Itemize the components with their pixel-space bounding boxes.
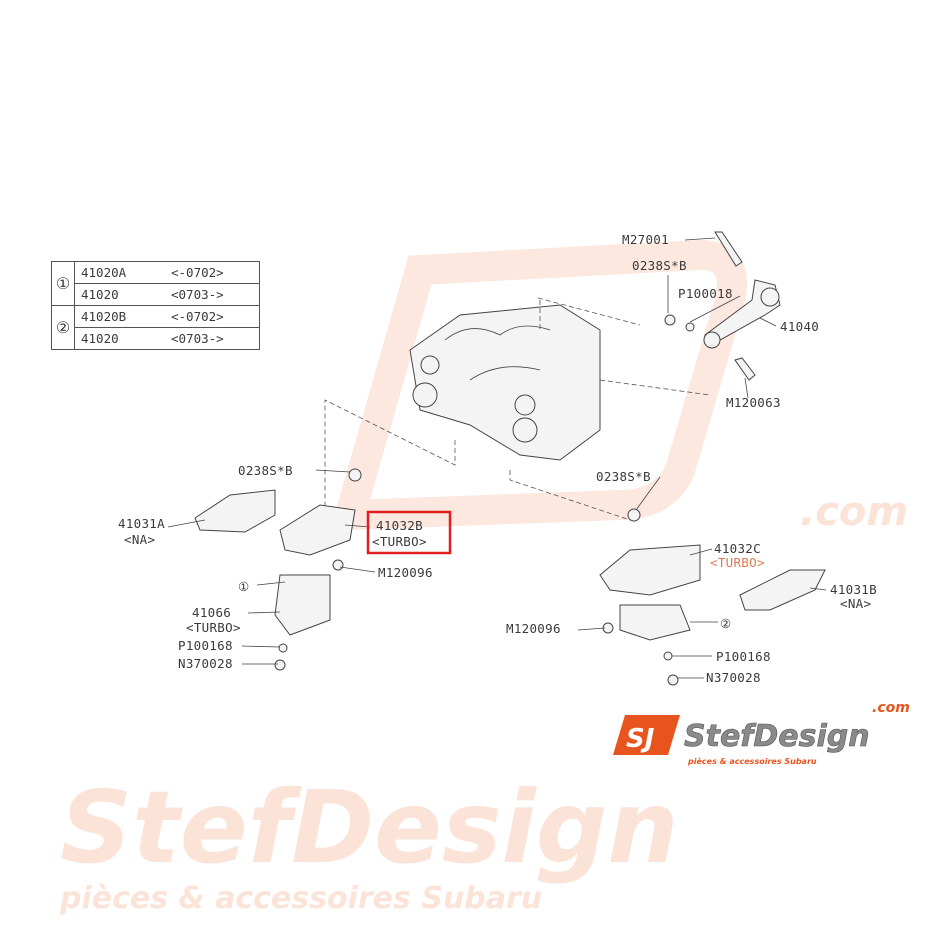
watermark-brand: StefDesign bbox=[60, 769, 679, 886]
engine-block bbox=[409, 304, 601, 461]
label-p100168-right: P100168 bbox=[716, 649, 771, 664]
table-row: ① 41020A <-0702> bbox=[51, 261, 260, 306]
label-n370028-left: N370028 bbox=[178, 656, 233, 671]
label-m120063: M120063 bbox=[726, 395, 781, 410]
label-41066-sub: <TURBO> bbox=[186, 620, 241, 635]
label-m120096-right: M120096 bbox=[506, 621, 561, 636]
watermark-domain: .com bbox=[800, 489, 908, 535]
stefdesign-logo: SJ StefDesign .com pièces & accessoires … bbox=[613, 700, 910, 766]
group-marker: ② bbox=[51, 305, 75, 350]
table-row: 41020 <0703-> bbox=[52, 327, 260, 350]
label-41031b-sub: <NA> bbox=[840, 596, 871, 611]
right-mount-parts bbox=[599, 508, 826, 686]
watermark-tagline: pièces & accessoires Subaru bbox=[59, 881, 542, 916]
watermark-logo-shape bbox=[329, 239, 747, 531]
left-mount-parts bbox=[194, 468, 362, 671]
callout-labels: M27001 0238S*B P100018 41040 M120063 023… bbox=[118, 232, 877, 685]
label-41032c-sub: <TURBO> bbox=[710, 555, 765, 570]
logo-mark bbox=[613, 715, 680, 755]
marker-1: ① bbox=[238, 579, 250, 594]
highlight-box bbox=[366, 510, 452, 555]
logo-domain: .com bbox=[872, 700, 910, 716]
label-41066: 41066 bbox=[192, 605, 231, 620]
part-number: 41020 bbox=[74, 327, 165, 350]
parts-table: ① 41020A <-0702> 41020 <0703-> ② 41020B … bbox=[51, 261, 260, 350]
table-row: 41020 <0703-> bbox=[52, 283, 260, 306]
label-0238s-right: 0238S*B bbox=[596, 469, 651, 484]
date-range: <0703-> bbox=[165, 327, 260, 350]
part-number: 41020 bbox=[74, 283, 165, 306]
date-range: <-0702> bbox=[165, 261, 260, 284]
logo-mark-text: SJ bbox=[626, 724, 655, 754]
logo-brand: StefDesign bbox=[684, 719, 870, 754]
label-41031a: 41031A bbox=[118, 516, 165, 531]
label-41031b: 41031B bbox=[830, 582, 877, 597]
label-0238s-left: 0238S*B bbox=[238, 463, 293, 478]
label-41040: 41040 bbox=[780, 319, 819, 334]
label-m27001: M27001 bbox=[622, 232, 669, 247]
label-41032b-sub: <TURBO> bbox=[372, 534, 427, 549]
label-p100018: P100018 bbox=[678, 286, 733, 301]
part-number: 41020A bbox=[74, 261, 165, 284]
part-number: 41020B bbox=[74, 305, 165, 328]
background-watermark: StefDesign pièces & accessoires Subaru .… bbox=[59, 239, 908, 916]
label-0238s-top: 0238S*B bbox=[632, 258, 687, 273]
date-range: <0703-> bbox=[165, 283, 260, 306]
table-row: ② 41020B <-0702> bbox=[51, 305, 260, 350]
label-41031a-sub: <NA> bbox=[124, 532, 155, 547]
date-range: <-0702> bbox=[165, 305, 260, 328]
group-marker: ① bbox=[51, 261, 75, 306]
logo-tagline: pièces & accessoires Subaru bbox=[687, 756, 817, 766]
marker-2: ② bbox=[720, 616, 732, 631]
label-m120096-left: M120096 bbox=[378, 565, 433, 580]
label-n370028-right: N370028 bbox=[706, 670, 761, 685]
label-41032c: 41032C bbox=[714, 541, 761, 556]
part-41040 bbox=[664, 231, 781, 381]
label-p100168-left: P100168 bbox=[178, 638, 233, 653]
label-41032b: 41032B bbox=[376, 518, 423, 533]
